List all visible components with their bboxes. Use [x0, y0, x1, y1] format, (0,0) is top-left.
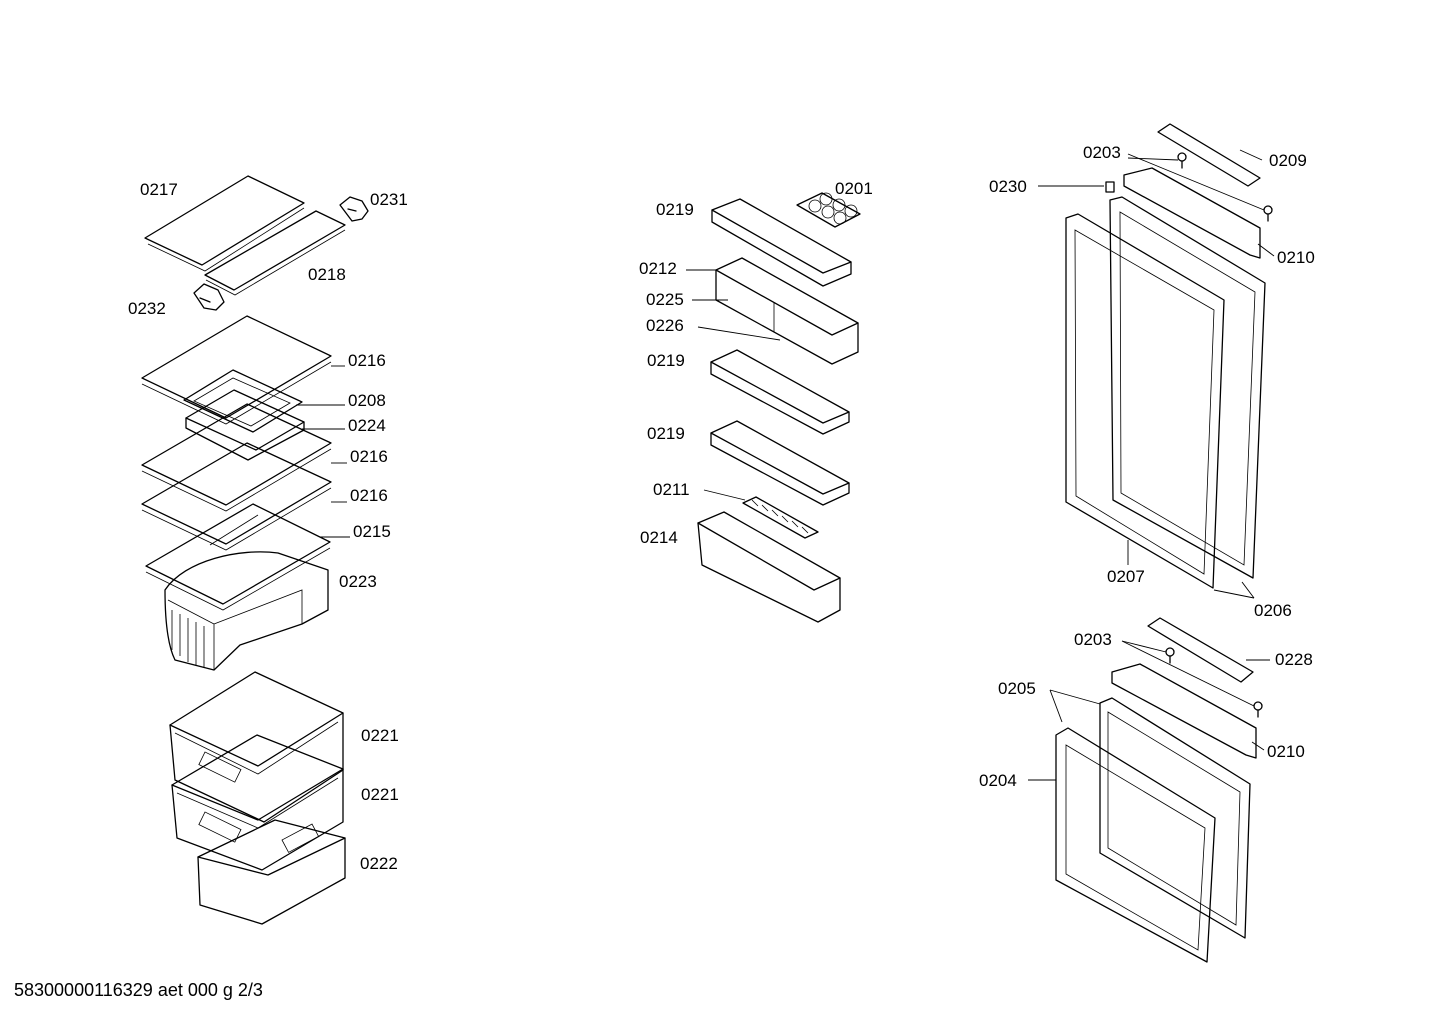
- door-shelf-0214: [697, 511, 841, 623]
- drawing-reference: 58300000116329 aet 000 g 2/3: [14, 980, 263, 1000]
- label-0224: 0224: [348, 416, 386, 435]
- label-0221-top: 0221: [361, 726, 399, 745]
- label-0207: 0207: [1107, 567, 1145, 586]
- drawer-0222: [197, 819, 346, 925]
- bracket-0232: [193, 283, 225, 311]
- cover-0209: [1157, 123, 1261, 187]
- hinge-0210-top: [1123, 167, 1261, 259]
- label-0216-mid: 0216: [350, 447, 388, 466]
- cover-0228: [1147, 617, 1254, 683]
- shelf-0217: [144, 175, 305, 272]
- label-0201: 0201: [835, 179, 873, 198]
- label-0212: 0212: [639, 259, 677, 278]
- label-0203-bottom: 0203: [1074, 630, 1112, 649]
- label-0206: 0206: [1254, 601, 1292, 620]
- bottle-holder-0211: [742, 496, 819, 539]
- screw-0203-bottom: [1165, 647, 1263, 718]
- shelf-0218: [204, 210, 346, 296]
- shelf-0216-mid: [141, 403, 332, 512]
- label-0210-top: 0210: [1277, 248, 1315, 267]
- label-0232: 0232: [128, 299, 166, 318]
- part-labels: 0217 0231 0218 0232 0216 0208 0224 0216 …: [128, 143, 1315, 873]
- bracket-0231: [339, 196, 369, 222]
- label-0215: 0215: [353, 522, 391, 541]
- label-0221-mid: 0221: [361, 785, 399, 804]
- egg-tray-0201: [796, 192, 861, 228]
- label-0231: 0231: [370, 190, 408, 209]
- screw-0203-top: [1177, 152, 1273, 222]
- label-0223: 0223: [339, 572, 377, 591]
- door-shelf-0212: [715, 257, 859, 365]
- label-0214: 0214: [640, 528, 678, 547]
- label-0217: 0217: [140, 180, 178, 199]
- label-0216-low: 0216: [350, 486, 388, 505]
- label-0226: 0226: [646, 316, 684, 335]
- label-0208: 0208: [348, 391, 386, 410]
- door-shelf-0219-low: [710, 420, 850, 506]
- label-0210-bottom: 0210: [1267, 742, 1305, 761]
- hinge-0210-bottom: [1111, 663, 1257, 759]
- label-0230: 0230: [989, 177, 1027, 196]
- frame-0208: [183, 369, 303, 433]
- shelf-0216-top: [141, 315, 332, 425]
- shelf-0216-low: [141, 442, 332, 551]
- clip-0230: [1105, 181, 1115, 193]
- drawer-0221-top: [169, 671, 344, 823]
- label-0219-top: 0219: [656, 200, 694, 219]
- label-0204: 0204: [979, 771, 1017, 790]
- door-shelf-0219-mid: [710, 349, 850, 435]
- label-0209: 0209: [1269, 151, 1307, 170]
- label-0219-mid: 0219: [647, 351, 685, 370]
- door-0205: [1099, 697, 1251, 939]
- gasket-0207: [1065, 213, 1225, 589]
- label-0203-top: 0203: [1083, 143, 1121, 162]
- drawer-0221-mid: [171, 734, 344, 871]
- label-0228: 0228: [1275, 650, 1313, 669]
- label-0216-top: 0216: [348, 351, 386, 370]
- crisper-0223: [164, 551, 329, 671]
- shelf-0215: [145, 503, 331, 611]
- label-0205: 0205: [998, 679, 1036, 698]
- label-0218: 0218: [308, 265, 346, 284]
- label-0219-low: 0219: [647, 424, 685, 443]
- door-0206: [1109, 196, 1266, 579]
- label-0222: 0222: [360, 854, 398, 873]
- label-0225: 0225: [646, 290, 684, 309]
- label-0211: 0211: [653, 480, 690, 499]
- gasket-0204: [1055, 727, 1216, 963]
- door-shelf-0219-top: [711, 198, 852, 287]
- leader-lines: [296, 149, 1275, 781]
- tray-0224: [185, 389, 305, 461]
